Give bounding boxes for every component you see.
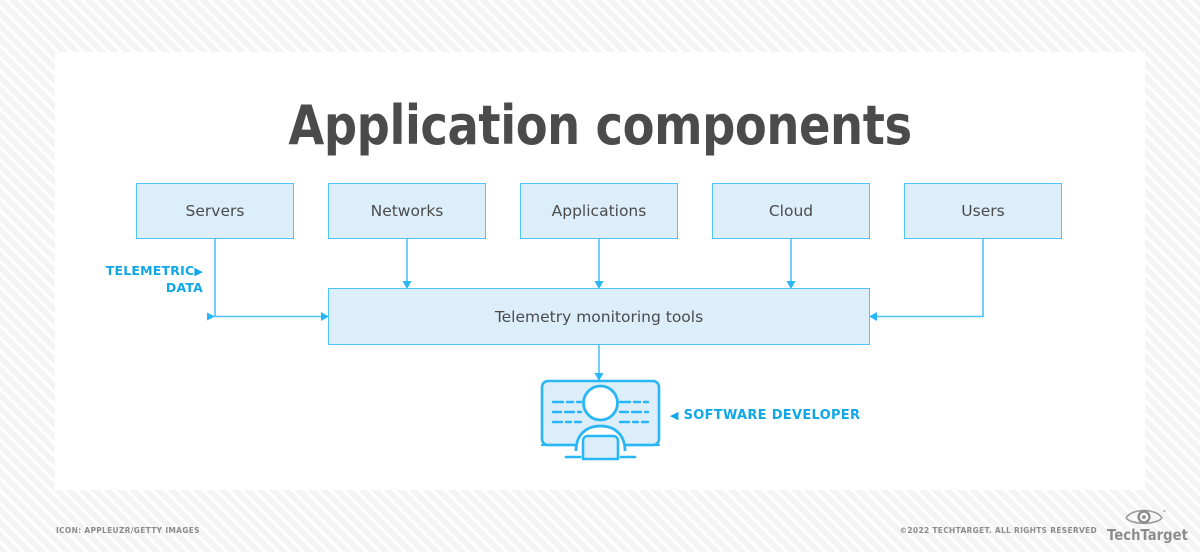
diagram-area: Servers Networks Applications Cloud User…: [55, 52, 1145, 490]
node-servers-label: Servers: [185, 202, 245, 220]
flow-arrow-right-icon: ▶: [194, 265, 203, 278]
eye-icon: [1125, 509, 1166, 525]
node-cloud[interactable]: Cloud: [712, 183, 870, 239]
icon-credit: ICON: APPLEUZR/GETTY IMAGES: [56, 526, 200, 535]
node-networks[interactable]: Networks: [328, 183, 486, 239]
node-servers[interactable]: Servers: [136, 183, 294, 239]
software-developer-text: SOFTWARE DEVELOPER: [683, 408, 861, 423]
copyright-notice: ©2022 TECHTARGET. ALL RIGHTS RESERVED: [899, 526, 1097, 535]
techtarget-logo: TechTarget: [1102, 505, 1188, 545]
telemetric-data-line1: TELEMETRIC: [105, 263, 195, 278]
arrowheads: [207, 281, 877, 381]
node-networks-label: Networks: [370, 202, 444, 220]
software-developer-label: ◀ SOFTWARE DEVELOPER: [670, 407, 860, 424]
node-applications-label: Applications: [551, 202, 647, 220]
node-users-label: Users: [961, 202, 1005, 220]
telemetric-data-label: TELEMETRIC▶ DATA: [75, 262, 203, 296]
node-users[interactable]: Users: [904, 183, 1062, 239]
developer-monitor-icon: [540, 379, 661, 461]
node-applications[interactable]: Applications: [520, 183, 678, 239]
telemetric-data-line2: DATA: [165, 280, 203, 295]
content-card: Application components: [55, 52, 1145, 490]
node-hub-label: Telemetry monitoring tools: [494, 307, 704, 326]
node-cloud-label: Cloud: [768, 202, 814, 220]
flow-arrow-left-icon: ◀: [670, 409, 679, 422]
connector-lines: [207, 239, 984, 381]
techtarget-wordmark: TechTarget: [1107, 526, 1188, 544]
node-telemetry-monitoring-tools[interactable]: Telemetry monitoring tools: [328, 288, 870, 345]
page-title: Application components: [288, 94, 912, 157]
